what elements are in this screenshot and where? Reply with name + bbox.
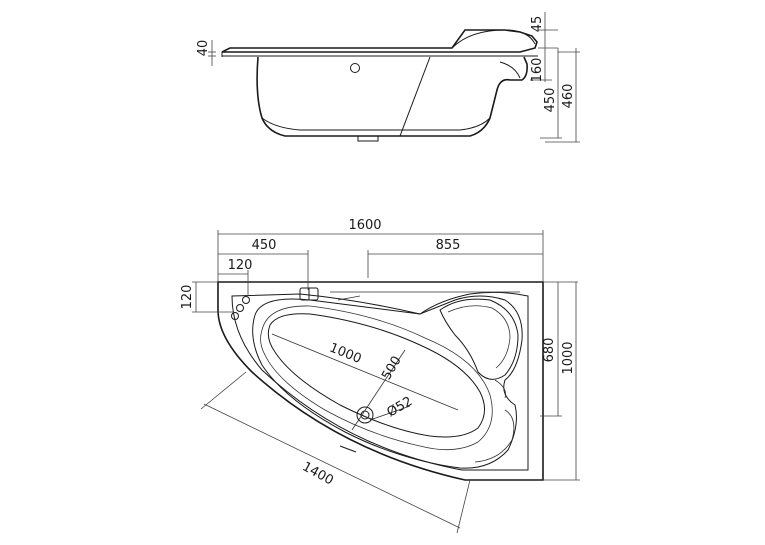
dim-basin-width: 500 — [351, 349, 406, 431]
dim-label-1600: 1600 — [348, 218, 381, 233]
dim-basin-length: 1000 — [271, 333, 459, 411]
side-view-overflow — [350, 63, 360, 73]
top-view-outline — [217, 281, 544, 481]
dim-total-height: 460 — [545, 48, 580, 143]
dim-label-40: 40 — [196, 40, 211, 57]
dim-label-460: 460 — [561, 84, 576, 109]
drain-icon — [356, 406, 374, 424]
dim-diagonal-length: 1400 — [200, 371, 471, 534]
dim-right-section: 855 — [367, 238, 543, 278]
dim-total-length: 1600 — [217, 218, 544, 282]
dim-label-450-top: 450 — [252, 238, 277, 253]
dim-label-drain: Ø52 — [385, 394, 416, 420]
dim-total-width: 1000 — [543, 282, 580, 481]
dim-right-edge-height: 680 — [540, 281, 578, 417]
top-view: 1000 500 Ø52 1600 450 855 — [180, 218, 580, 534]
dim-label-45: 45 — [530, 16, 545, 33]
dim-label-500: 500 — [379, 354, 404, 383]
top-view-headrest — [439, 298, 519, 380]
dim-inner-depth: 450 — [540, 48, 562, 139]
fitting-1-icon — [242, 296, 250, 304]
dim-label-1400: 1400 — [300, 459, 336, 488]
dim-label-160: 160 — [530, 58, 545, 83]
dim-label-855: 855 — [436, 238, 461, 253]
dim-label-450: 450 — [543, 88, 558, 113]
fitting-3-icon — [231, 312, 239, 320]
dim-headrest-height: 160 — [530, 58, 552, 83]
side-view-body — [256, 56, 528, 137]
dim-rim-thickness: 40 — [196, 40, 216, 66]
dim-label-120-horizontal: 120 — [228, 258, 253, 273]
dim-label-1000-width: 1000 — [561, 341, 576, 374]
dim-label-1000-basin: 1000 — [327, 341, 363, 367]
dim-label-680: 680 — [542, 338, 557, 363]
dim-left-section: 450 — [218, 238, 309, 290]
top-view-basin-shell — [252, 295, 523, 469]
dim-top-offset: 45 — [530, 12, 558, 58]
side-view: 40 45 160 450 460 — [196, 12, 580, 143]
side-view-rim — [221, 29, 538, 53]
fitting-2-icon — [236, 304, 244, 312]
top-view-basin-inner — [267, 313, 485, 438]
dim-tap-offset-x: 120 — [218, 258, 252, 296]
dim-tap-offset-y: 120 — [180, 281, 234, 313]
dim-label-120-vertical: 120 — [180, 285, 195, 310]
dim-drain: Ø52 — [369, 394, 416, 420]
